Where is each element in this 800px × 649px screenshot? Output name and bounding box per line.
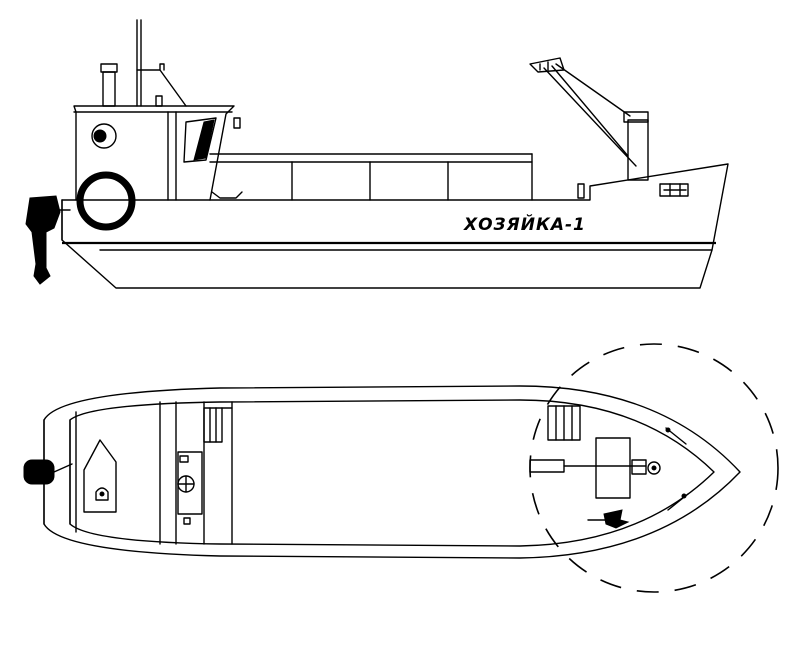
side-view: ХОЗЯЙКА-1 [25, 19, 729, 289]
porthole [91, 123, 117, 149]
outboard-motor-top [23, 459, 73, 485]
hull-name-label: ХОЗЯЙКА-1 [463, 213, 586, 235]
wheelhouse-plan [83, 401, 233, 545]
wheelhouse [73, 105, 235, 201]
hull-side [61, 163, 729, 289]
deck-crane [529, 57, 649, 181]
cabin-window [183, 117, 217, 163]
cargo-rail [209, 153, 585, 201]
hull-plan [43, 385, 741, 559]
mast-and-exhaust [100, 19, 241, 129]
top-view [23, 343, 779, 593]
outboard-motor [25, 195, 71, 285]
seat [95, 487, 109, 501]
bow-fitting [659, 183, 689, 197]
life-ring [76, 171, 136, 231]
crane-swing-radius [529, 343, 779, 593]
bow-equipment [529, 405, 689, 529]
